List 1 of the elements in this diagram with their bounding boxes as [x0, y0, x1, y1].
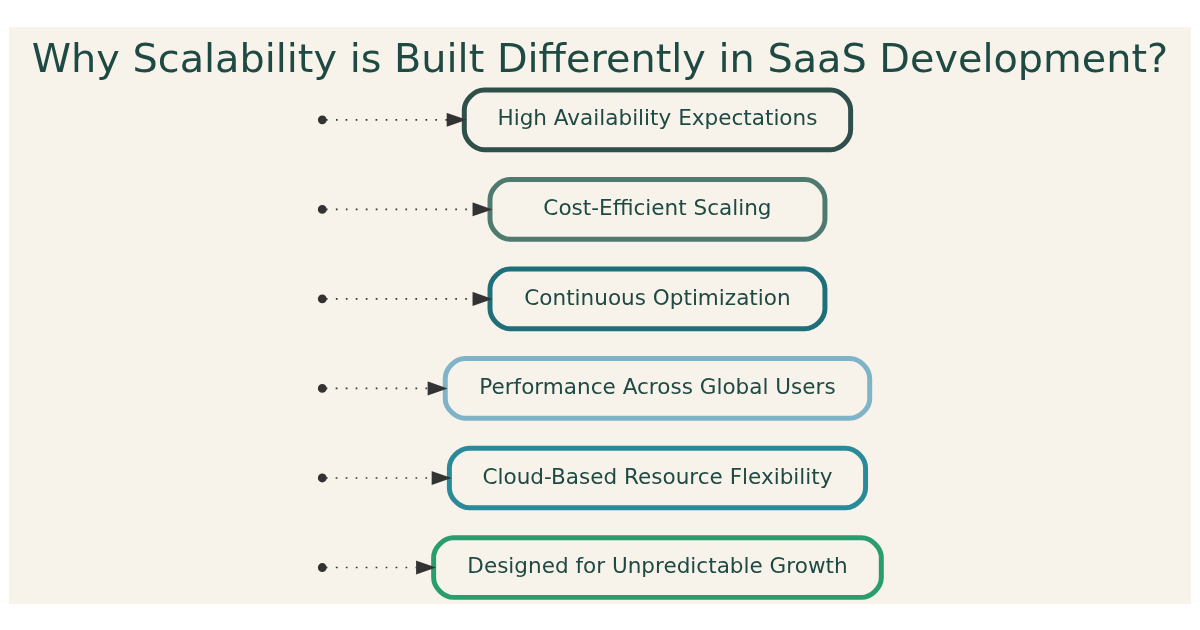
diagram-title: Why Scalability is Built Differently in SaaS Development? — [31, 34, 1169, 81]
